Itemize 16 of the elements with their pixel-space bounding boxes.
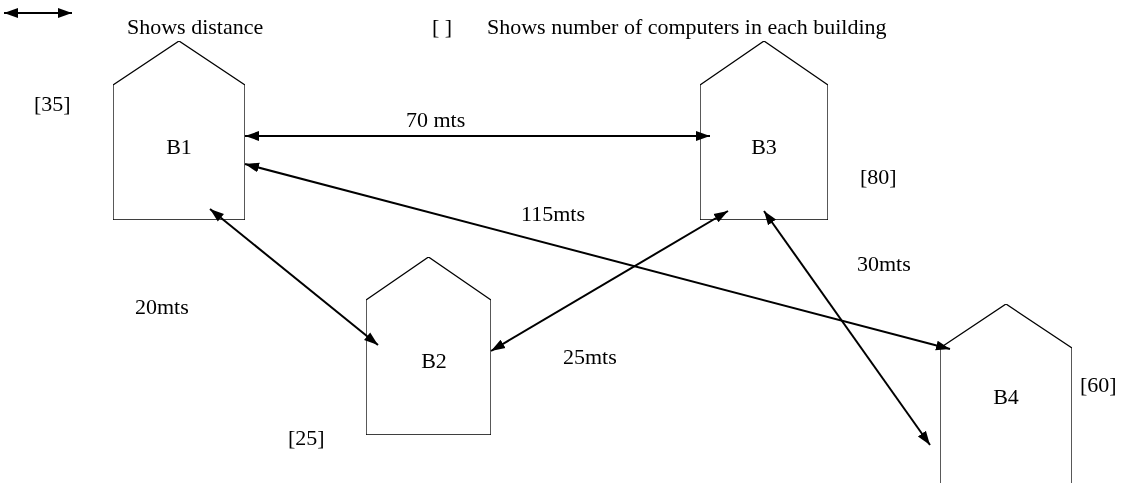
- legend-text: Shows distance: [127, 16, 264, 38]
- building-label: B2: [421, 350, 447, 372]
- legend-text: Shows number of computers in each building: [487, 16, 887, 38]
- double-arrow: [763, 210, 931, 446]
- computer-count: [35]: [34, 93, 71, 115]
- computer-count: [25]: [288, 427, 325, 449]
- double-arrow: [244, 131, 711, 141]
- building-label: B3: [751, 136, 777, 158]
- double-arrow: [244, 162, 951, 351]
- building-label: B4: [993, 386, 1019, 408]
- computer-count: [60]: [1080, 374, 1117, 396]
- double-arrow: [490, 210, 729, 352]
- double-arrow: [209, 208, 379, 346]
- computer-count: [80]: [860, 166, 897, 188]
- building-label: B1: [166, 136, 192, 158]
- bracket-symbol: [ ]: [432, 16, 453, 38]
